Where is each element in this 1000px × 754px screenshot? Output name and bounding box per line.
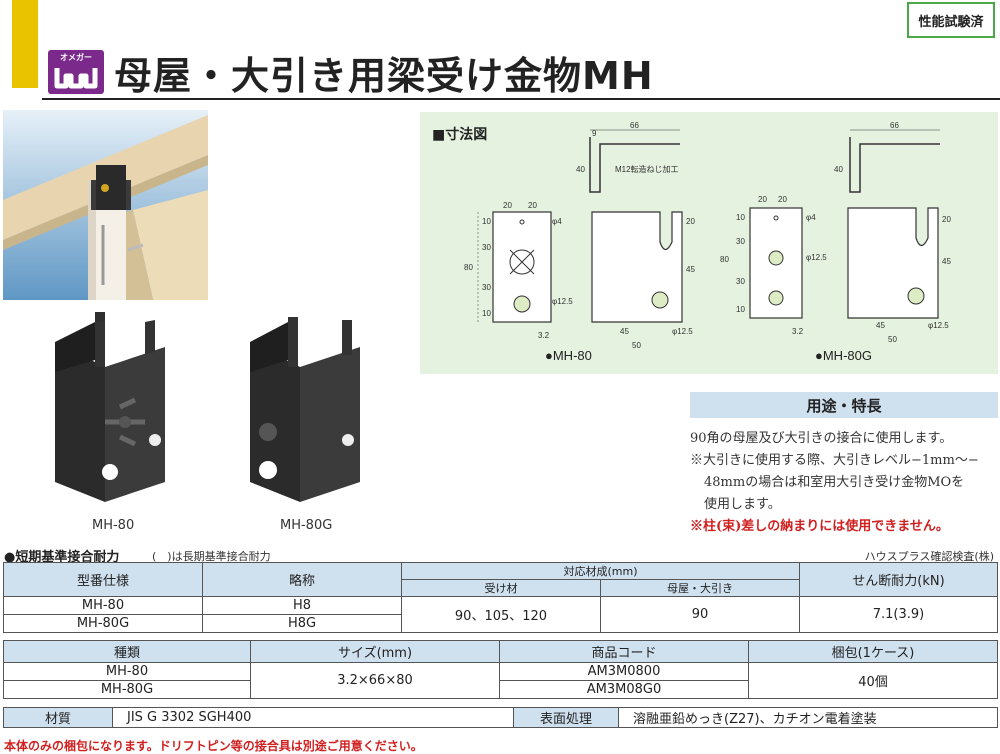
svg-text:φ12.5: φ12.5 — [552, 297, 573, 306]
svg-text:80: 80 — [464, 263, 473, 272]
svg-text:10: 10 — [482, 309, 491, 318]
svg-text:10: 10 — [736, 305, 745, 314]
svg-text:3.2: 3.2 — [792, 327, 804, 336]
table-row: MH-80 H8 90、105、120 90 7.1(3.9) — [3, 596, 998, 633]
svg-text:40: 40 — [576, 165, 585, 174]
cell-abbr: H8G — [202, 614, 402, 633]
svg-text:20: 20 — [778, 195, 787, 204]
cell-abbr: H8 — [202, 596, 402, 615]
svg-text:66: 66 — [890, 121, 899, 130]
surface-value: 溶融亜鉛めっき(Z27)、カチオン電着塗装 — [618, 707, 998, 728]
header-abbr: 略称 — [202, 562, 402, 597]
strength-table: 型番仕様 略称 対応材成(mm) せん断耐力(kN) 受け材 母屋・大引き MH… — [3, 562, 998, 633]
omega-logo-icon — [54, 68, 98, 89]
table-row: MH-80 3.2×66×80 AM3M0800 40個 — [3, 662, 998, 699]
feature-line-2: ※大引きに使用する際、大引きレベル−1mm〜− — [690, 453, 979, 468]
svg-text:30: 30 — [482, 283, 491, 292]
logo-text: オメガー — [60, 53, 92, 62]
svg-text:9: 9 — [592, 129, 597, 138]
cell-receiver: 90、105、120 — [401, 596, 601, 633]
product-label-mh80: MH-80 — [92, 518, 135, 533]
product-mh80g-image — [250, 317, 360, 502]
svg-text:10: 10 — [736, 213, 745, 222]
table-row: MH-80G AM3M08G0 — [3, 680, 998, 699]
svg-text:φ4: φ4 — [806, 213, 816, 222]
svg-text:30: 30 — [736, 277, 745, 286]
svg-text:20: 20 — [528, 201, 537, 210]
svg-text:66: 66 — [630, 121, 639, 130]
header-pack: 梱包(1ケース) — [748, 640, 998, 663]
header-beam: 母屋・大引き — [600, 579, 800, 597]
header-material-group: 対応材成(mm) — [401, 562, 800, 580]
strength-source: ハウスプラス確認検査(株) — [864, 550, 994, 563]
svg-text:20: 20 — [758, 195, 767, 204]
svg-text:45: 45 — [876, 321, 885, 330]
svg-text:φ4: φ4 — [552, 217, 562, 226]
svg-text:φ12.5: φ12.5 — [806, 253, 827, 262]
features-heading: 用途・特長 — [690, 392, 998, 418]
features-text: 90角の母屋及び大引きの接合に使用します。 ※大引きに使用する際、大引きレベル−… — [690, 428, 1000, 538]
header-code: 商品コード — [499, 640, 749, 663]
accent-bar — [12, 0, 38, 88]
cell-code: AM3M0800 — [499, 662, 749, 681]
svg-text:45: 45 — [942, 257, 951, 266]
cell-kind: MH-80G — [3, 680, 251, 699]
svg-text:10: 10 — [482, 217, 491, 226]
svg-text:●MH-80: ●MH-80 — [545, 348, 592, 363]
omega-logo: オメガー — [48, 50, 104, 94]
svg-text:40: 40 — [834, 165, 843, 174]
surface-label: 表面処理 — [513, 707, 619, 728]
svg-text:50: 50 — [632, 341, 641, 350]
dimension-heading: ■寸法図 — [432, 127, 488, 143]
header-kind: 種類 — [3, 640, 251, 663]
strength-section-title: ●短期基準接合耐力 — [4, 550, 120, 565]
header-size: サイズ(mm) — [250, 640, 500, 663]
feature-line-3: 48mmの場合は和室用大引き受け金物MOを — [704, 475, 965, 490]
certified-badge: 性能試験済 — [907, 2, 995, 38]
svg-text:3.2: 3.2 — [538, 331, 550, 340]
svg-text:φ12.5: φ12.5 — [928, 321, 949, 330]
svg-text:30: 30 — [736, 237, 745, 246]
cell-size: 3.2×66×80 — [250, 662, 500, 699]
cell-kind: MH-80 — [3, 662, 251, 681]
svg-text:50: 50 — [888, 335, 897, 344]
svg-text:45: 45 — [686, 265, 695, 274]
svg-text:20: 20 — [942, 215, 951, 224]
material-value: JIS G 3302 SGH400 — [112, 707, 514, 728]
strength-note: ( )は長期基準接合耐力 — [152, 550, 271, 563]
spec-table: 種類 サイズ(mm) 商品コード 梱包(1ケース) MH-80 3.2×66×8… — [3, 640, 998, 699]
product-label-mh80g: MH-80G — [280, 518, 333, 533]
page-title: 母屋・大引き用梁受け金物MH — [114, 54, 654, 98]
cell-code: AM3M08G0 — [499, 680, 749, 699]
cell-model: MH-80 — [3, 596, 203, 615]
footnote: 本体のみの梱包になります。ドリフトピン等の接合具は別途ご用意ください。 — [4, 739, 423, 753]
svg-text:30: 30 — [482, 243, 491, 252]
cell-model: MH-80G — [3, 614, 203, 633]
title-divider — [42, 98, 1000, 100]
installation-photo — [3, 110, 208, 300]
feature-warning: ※柱(束)差しの納まりには使用できません。 — [690, 519, 949, 534]
dimension-drawing: 66 9 40 M12転造ねじ加工 20 20 φ4 φ12.5 80 10 3… — [464, 121, 951, 363]
feature-line-1: 90角の母屋及び大引きの接合に使用します。 — [690, 431, 953, 446]
product-mh80-image — [55, 312, 165, 502]
svg-text:φ12.5: φ12.5 — [672, 327, 693, 336]
material-table: 材質 JIS G 3302 SGH400 表面処理 溶融亜鉛めっき(Z27)、カ… — [3, 707, 998, 728]
header-model: 型番仕様 — [3, 562, 203, 597]
feature-line-4: 使用します。 — [704, 497, 781, 512]
svg-text:80: 80 — [720, 255, 729, 264]
svg-text:●MH-80G: ●MH-80G — [815, 348, 872, 363]
header-receiver: 受け材 — [401, 579, 601, 597]
table-row: MH-80G H8G — [3, 614, 998, 633]
svg-text:20: 20 — [686, 217, 695, 226]
svg-text:45: 45 — [620, 327, 629, 336]
cell-pack: 40個 — [748, 662, 998, 699]
svg-text:20: 20 — [503, 201, 512, 210]
cell-shear: 7.1(3.9) — [799, 596, 998, 633]
material-label: 材質 — [3, 707, 113, 728]
cell-beam: 90 — [600, 596, 800, 633]
svg-text:M12転造ねじ加工: M12転造ねじ加工 — [615, 164, 679, 174]
header-shear: せん断耐力(kN) — [799, 562, 998, 597]
